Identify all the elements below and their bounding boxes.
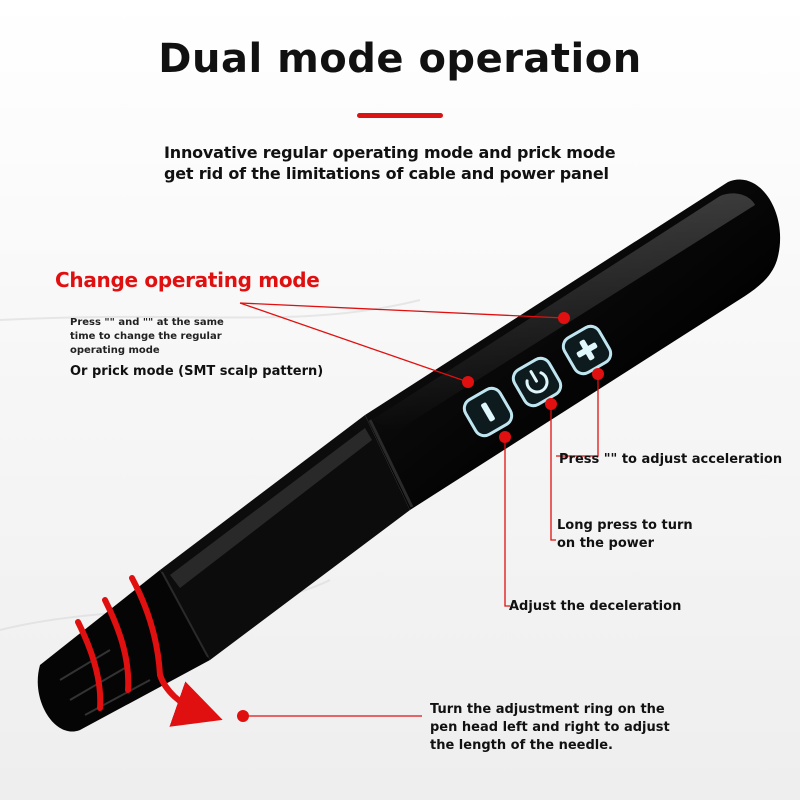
plus-button[interactable] [560, 323, 615, 378]
callout-line: on the power [557, 536, 654, 551]
change-mode-note: Press "" and "" at the same time to chan… [70, 316, 240, 358]
callout-lines [239, 302, 599, 717]
subtitle-line: Innovative regular operating mode and pr… [164, 143, 616, 162]
subtitle-line: get rid of the limitations of cable and … [164, 164, 609, 183]
control-buttons [461, 323, 615, 440]
needle-length-callout: Turn the adjustment ring on the pen head… [430, 701, 670, 755]
power-callout: Long press to turn on the power [557, 517, 693, 553]
adjustment-ring-arrows [75, 575, 223, 727]
note-line: operating mode [70, 345, 160, 356]
acceleration-callout: Press "" to adjust acceleration [559, 452, 783, 467]
prick-mode-label: Or prick mode (SMT scalp pattern) [70, 364, 324, 379]
minus-icon [481, 402, 495, 422]
power-button[interactable] [510, 355, 565, 410]
plus-icon [576, 339, 598, 361]
callout-line: Long press to turn [557, 518, 693, 533]
deceleration-callout: Adjust the deceleration [509, 599, 682, 614]
note-line: time to change the regular [70, 331, 222, 342]
note-line: Press "" and "" at the same [70, 317, 224, 328]
callout-line: the length of the needle. [430, 738, 613, 753]
title-underline [357, 113, 443, 118]
callout-line: Turn the adjustment ring on the [430, 702, 665, 717]
callout-dots [237, 312, 604, 722]
power-icon [525, 370, 549, 394]
minus-button[interactable] [461, 385, 516, 440]
change-mode-heading: Change operating mode [55, 268, 320, 292]
page-title: Dual mode operation [158, 36, 642, 82]
callout-line: pen head left and right to adjust [430, 720, 670, 735]
subtitle: Innovative regular operating mode and pr… [164, 142, 616, 184]
